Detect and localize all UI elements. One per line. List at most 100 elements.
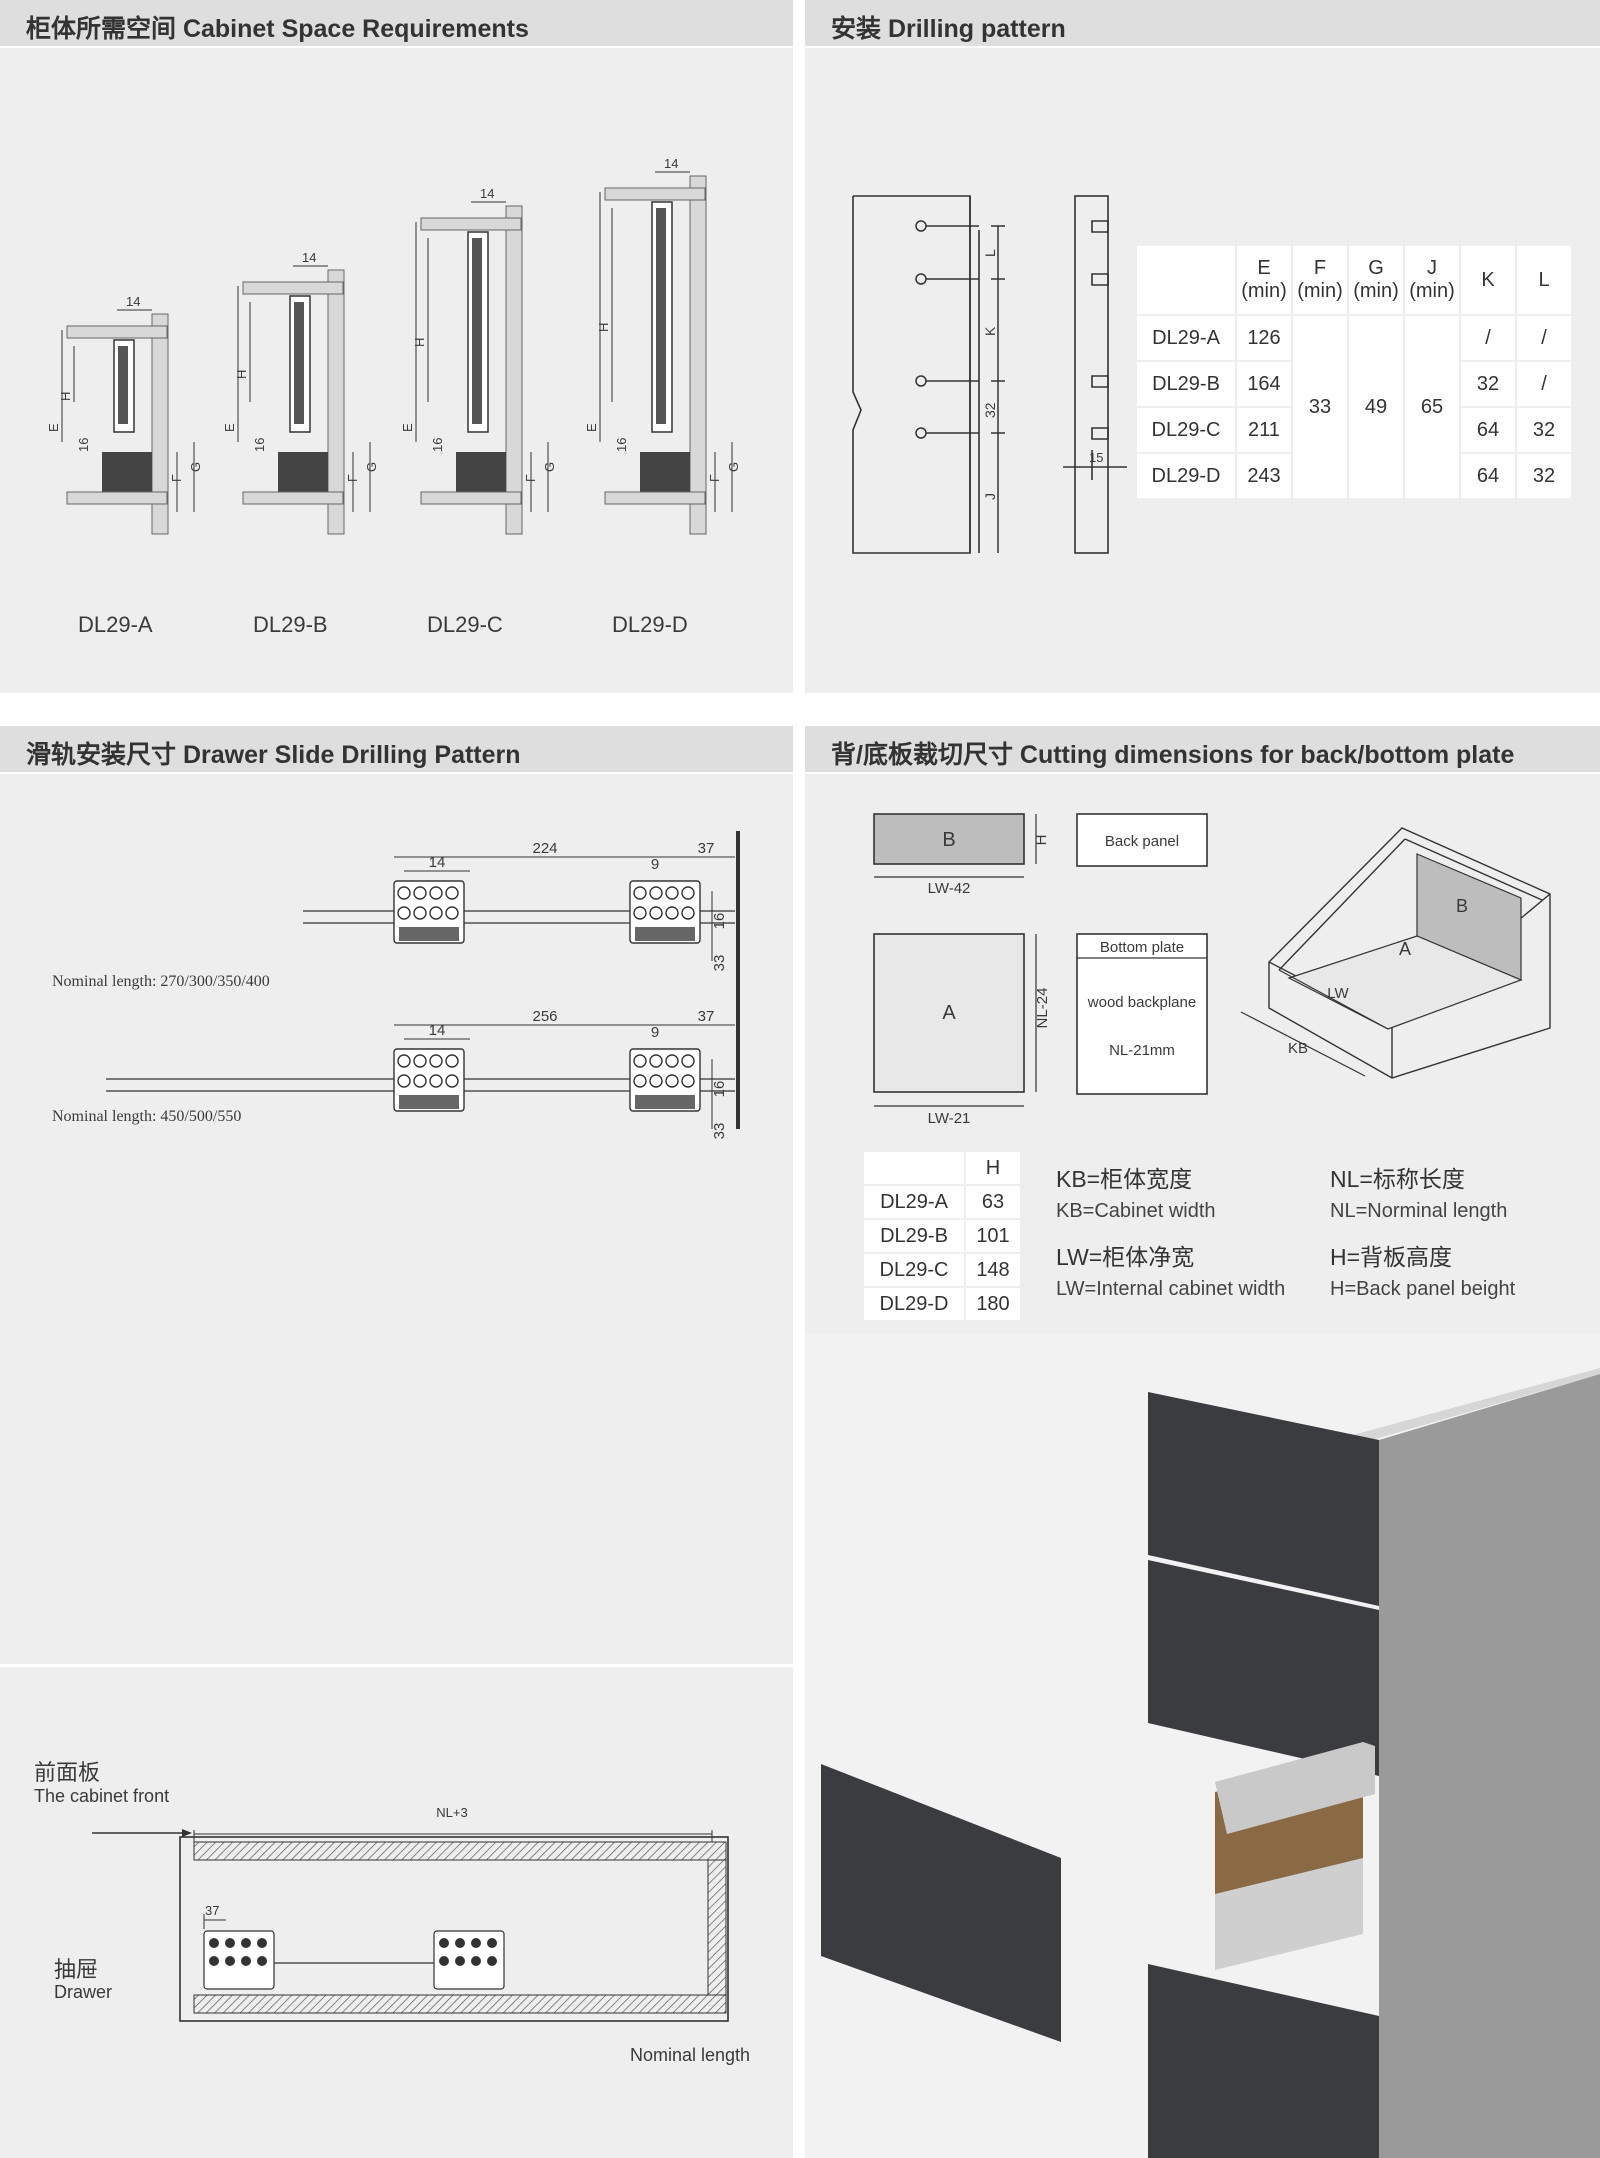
drawer-mounting-hole (455, 1938, 465, 1948)
iso-kb: KB (1288, 1040, 1308, 1057)
mounting-hole (633, 1074, 647, 1088)
legend-h: H=背板高度 H=Back panel beight (1330, 1238, 1515, 1301)
cabinet-wall (505, 205, 523, 535)
drawer-mounting-hole (257, 1938, 267, 1948)
legend-h-cn: H=背板高度 (1330, 1244, 1453, 1270)
mounting-hole (681, 886, 695, 900)
dim-g: G (188, 462, 203, 472)
dim-16: 16 (711, 1081, 728, 1098)
nominal-length-label: Nominal length (630, 2045, 751, 2065)
dim-37: 37 (698, 840, 715, 857)
cabinet-drawer-illustration (821, 1368, 1600, 2158)
dim-e: E (584, 423, 599, 432)
mounting-latch (399, 927, 459, 941)
drawer-front-1 (1148, 1392, 1379, 1606)
drawer-mounting-hole (225, 1938, 235, 1948)
mounting-hole (397, 886, 411, 900)
model-label-d: DL29-D (612, 612, 688, 637)
section-title: 滑轨安装尺寸 Drawer Slide Drilling Pattern (26, 741, 521, 769)
mounting-hole (681, 1054, 695, 1068)
legend-kb-en: KB=Cabinet width (1056, 1200, 1216, 1222)
legend-nl: NL=标称长度 NL=Norminal length (1330, 1160, 1507, 1223)
table-model-cell: DL29-B (1135, 360, 1237, 408)
slide-block (278, 452, 328, 492)
drawer-mounting-hole (241, 1956, 251, 1966)
back-panel-b: B (942, 829, 955, 851)
drawer-mounting-hole (439, 1956, 449, 1966)
drawer-front-2 (1148, 1560, 1379, 1776)
drawer-mounting-hole (209, 1938, 219, 1948)
drawer-front-view: NL+3 37 (92, 1805, 729, 2022)
cutting-diagrams: B H LW-42 Back panel A NL-24 LW-21 Botto… (873, 813, 1551, 1127)
nl21-text: NL-21mm (1109, 1042, 1175, 1059)
h-table-header: H (964, 1150, 1022, 1186)
dim-f: F (169, 474, 184, 482)
mounting-hole (665, 1054, 679, 1068)
h-table-value: 148 (964, 1252, 1022, 1288)
cabinet-bottom-board (604, 491, 706, 505)
drawer-mounting-hole (487, 1938, 497, 1948)
mounting-hole (413, 886, 427, 900)
drawer-mounting-block (203, 1930, 275, 1990)
section-header: 柜体所需空间 Cabinet Space Requirements (0, 0, 793, 48)
table-j-merged: 65 (1403, 314, 1461, 500)
dim-f: F (345, 474, 360, 482)
dim-f: F (707, 474, 722, 482)
mounting-hole (397, 1074, 411, 1088)
front-view-panel: NL+3 37 前面板 The cabinet front 抽屉 Drawer … (0, 1667, 793, 2158)
iso-lw: LW (1327, 985, 1349, 1002)
model-label-b: DL29-B (253, 612, 328, 637)
front-panel-en: The cabinet front (34, 1786, 170, 1806)
bottom-plate-shape (873, 933, 1025, 1093)
dim-g: G (364, 462, 379, 472)
mounting-hole (445, 1054, 459, 1068)
mounting-hole (445, 1074, 459, 1088)
bottom-plate-box (1076, 933, 1208, 1095)
mounting-latch (635, 1095, 695, 1109)
h-table-model: DL29-D (862, 1286, 966, 1322)
header-k: K (1459, 244, 1517, 316)
dim-nl3: NL+3 (436, 1805, 467, 1820)
cabinet-top-board (66, 325, 168, 339)
dim-f: F (523, 474, 538, 482)
table-k-cell: 64 (1459, 406, 1517, 454)
mounting-hole (413, 906, 427, 920)
mounting-hole (633, 1054, 647, 1068)
dim-h: H (1033, 835, 1050, 846)
table-l-cell: 32 (1515, 406, 1573, 454)
cabinet-wall (689, 175, 707, 535)
mounting-hole (681, 906, 695, 920)
dim-h: H (234, 370, 249, 379)
h-table-corner (862, 1150, 966, 1186)
front-panel-cn: 前面板 (34, 1760, 101, 1785)
bottom-plate-a: A (942, 1002, 956, 1024)
dim-nl24: NL-24 (1034, 988, 1051, 1029)
dim-k: K (982, 326, 998, 336)
dim-32: 32 (982, 402, 998, 418)
table-f-merged: 33 (1291, 314, 1349, 500)
iso-bottom-plate (1287, 935, 1523, 1030)
table-model-cell: DL29-A (1135, 314, 1237, 362)
h-table-model: DL29-A (862, 1184, 966, 1220)
drawer-en: Drawer (54, 1982, 113, 2002)
mounting-latch (399, 1095, 459, 1109)
cabinet-bottom-board (242, 491, 344, 505)
dim-e: E (400, 423, 415, 432)
table-k-cell: 64 (1459, 452, 1517, 500)
h-table-value: 63 (964, 1184, 1022, 1220)
dim-14: 14 (429, 1022, 446, 1039)
header-j: J(min) (1403, 244, 1461, 316)
mounting-hole (649, 906, 663, 920)
dim-33: 33 (711, 955, 728, 972)
mounting-hole (413, 1074, 427, 1088)
dim-14: 14 (664, 156, 678, 171)
mounting-hole (649, 886, 663, 900)
drawer-front-open (821, 1764, 1061, 2042)
table-l-cell: / (1515, 360, 1573, 408)
dim-e: E (222, 423, 237, 432)
drawer-mounting-hole (209, 1956, 219, 1966)
back-panel-shape (873, 813, 1025, 865)
section-title: 背/底板裁切尺寸 Cutting dimensions for back/bot… (831, 741, 1515, 769)
cabinet-top-board (420, 217, 522, 231)
